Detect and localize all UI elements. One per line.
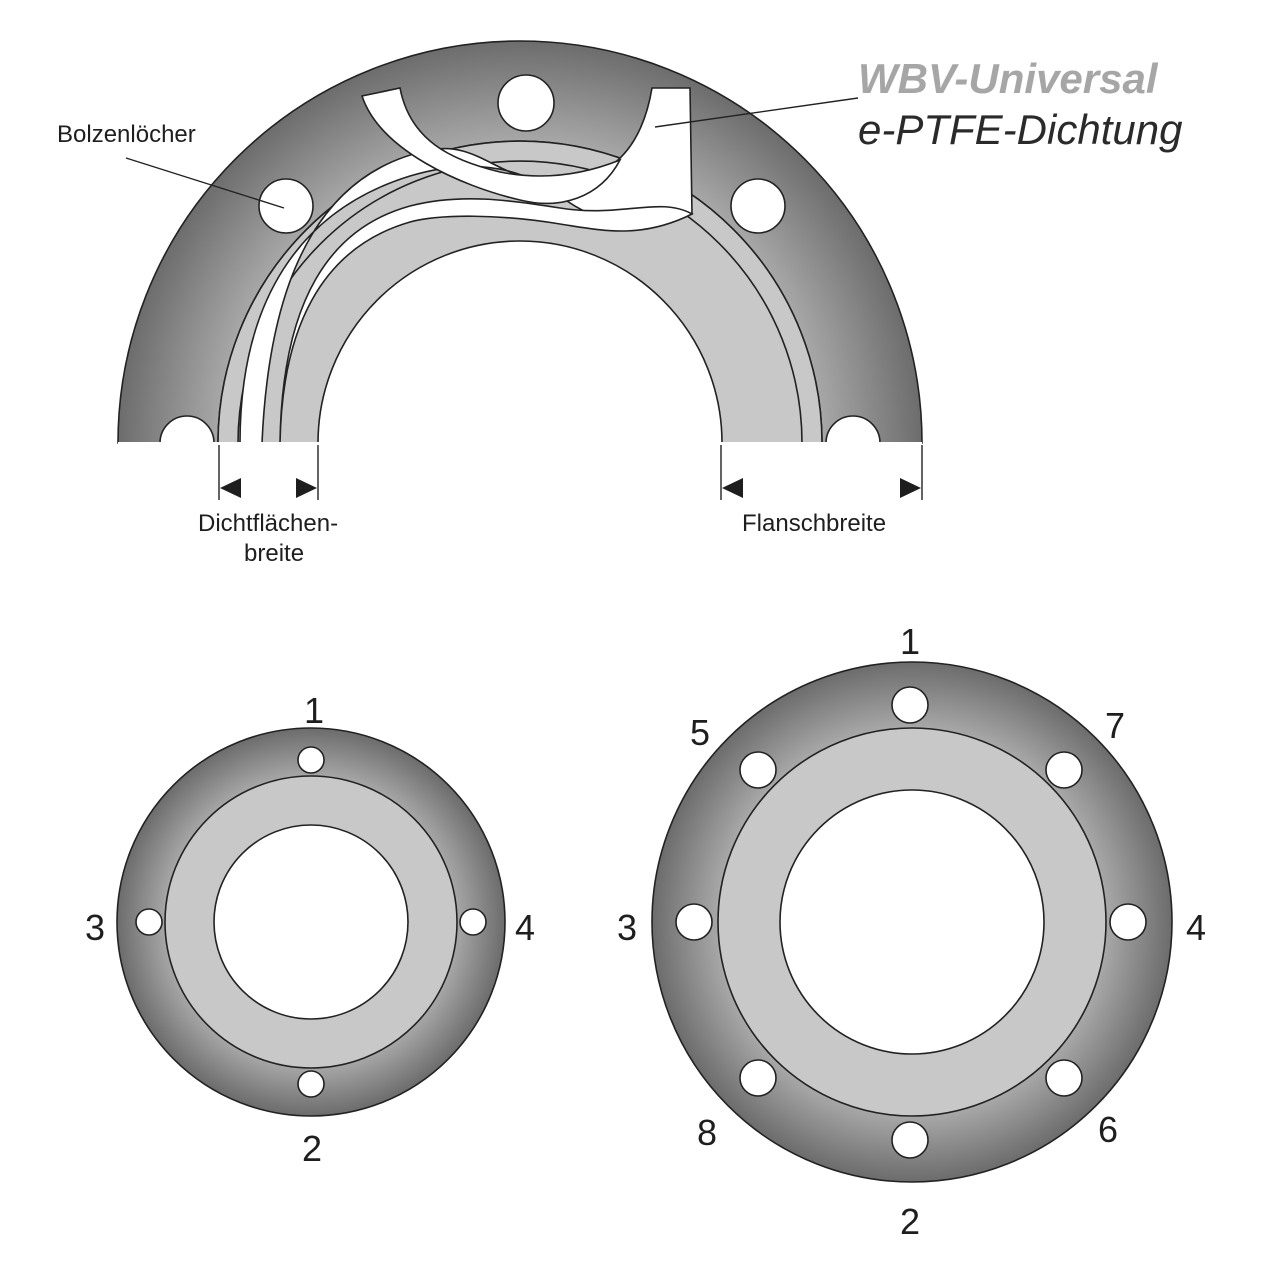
gasket-loop bbox=[360, 87, 622, 205]
bolt-hole-4 bbox=[1109, 903, 1147, 941]
flange-width-label: Flanschbreite bbox=[742, 510, 886, 537]
bolt-number-8: 8 bbox=[697, 1112, 717, 1153]
bolt-hole-cut bbox=[825, 415, 881, 444]
seal-width-label-line2: breite bbox=[244, 540, 304, 567]
bolt-hole-2 bbox=[891, 1121, 929, 1159]
bolt-hole-6 bbox=[1045, 1059, 1083, 1097]
large-flange-8-bolt: 1 2 3 4 5 6 7 8 bbox=[617, 621, 1206, 1242]
gasket-strip bbox=[239, 87, 693, 444]
bolt-number-2: 2 bbox=[900, 1201, 920, 1242]
bolt-hole-5 bbox=[739, 751, 777, 789]
bolt-number-2: 2 bbox=[302, 1128, 322, 1169]
bolt-hole-1 bbox=[297, 746, 325, 774]
bolt-hole-4 bbox=[459, 908, 487, 936]
bolt-number-5: 5 bbox=[690, 712, 710, 753]
gasket-leader bbox=[654, 97, 859, 128]
bolt-hole-3 bbox=[675, 903, 713, 941]
bolt-number-7: 7 bbox=[1105, 705, 1125, 746]
bolt-hole-cut bbox=[159, 415, 215, 444]
bolt-hole bbox=[497, 74, 555, 132]
bolt-holes-leader bbox=[125, 157, 285, 209]
dim-arrow-left bbox=[220, 478, 241, 498]
bolt-hole bbox=[258, 178, 314, 234]
bore bbox=[213, 824, 409, 1020]
brand-title: WBV-Universal bbox=[858, 55, 1159, 102]
bolt-holes-label: Bolzenlöcher bbox=[57, 121, 196, 148]
product-title: e-PTFE-Dichtung bbox=[858, 106, 1182, 153]
bore bbox=[779, 789, 1045, 1055]
small-flange-4-bolt: 1 2 3 4 bbox=[85, 690, 535, 1169]
bolt-number-3: 3 bbox=[617, 907, 637, 948]
bolt-number-6: 6 bbox=[1098, 1109, 1118, 1150]
bolt-hole-7 bbox=[1045, 751, 1083, 789]
bolt-number-3: 3 bbox=[85, 907, 105, 948]
dim-arrow-left bbox=[722, 478, 743, 498]
bolt-hole-2 bbox=[297, 1070, 325, 1098]
bolt-number-1: 1 bbox=[900, 621, 920, 662]
dim-arrow-right bbox=[296, 478, 317, 498]
bolt-hole bbox=[730, 178, 786, 234]
bolt-number-1: 1 bbox=[304, 690, 324, 731]
bolt-hole-1 bbox=[891, 686, 929, 724]
seal-width-label-line1: Dichtflächen- bbox=[198, 510, 338, 537]
dim-arrow-right bbox=[900, 478, 921, 498]
half-flange-section: Bolzenlöcher WBV-Universal e-PTFE-Dichtu… bbox=[57, 40, 1182, 567]
bolt-hole-8 bbox=[739, 1059, 777, 1097]
gasket-strip-lower bbox=[262, 197, 694, 444]
bolt-hole-3 bbox=[135, 908, 163, 936]
bolt-number-4: 4 bbox=[1186, 907, 1206, 948]
bolt-number-4: 4 bbox=[515, 907, 535, 948]
